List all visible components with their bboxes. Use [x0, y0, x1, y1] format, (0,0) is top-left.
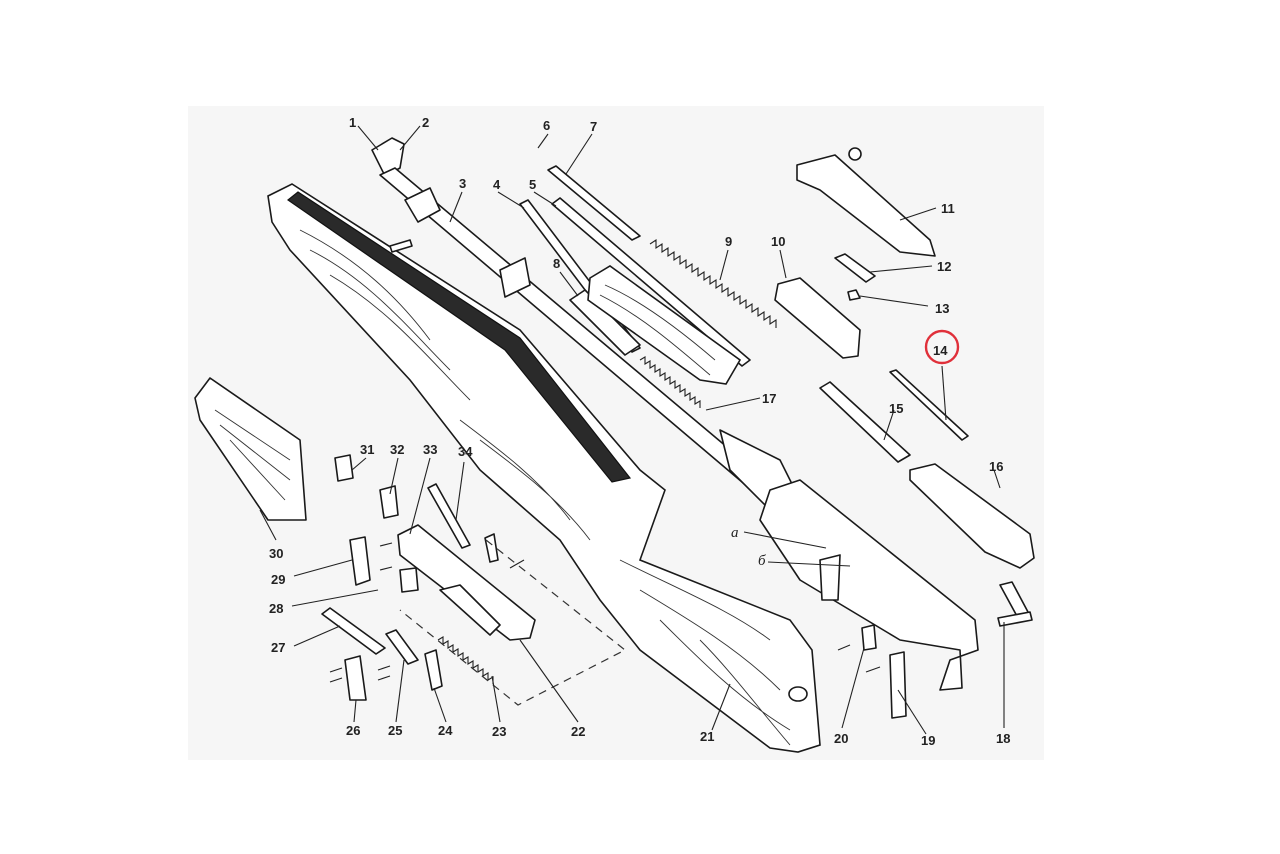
callout-5: 5	[529, 177, 536, 192]
callout-29: 29	[271, 572, 285, 587]
upper-handguard	[587, 265, 742, 385]
rods	[519, 165, 969, 463]
callout-24: 24	[438, 723, 453, 738]
callout-3: 3	[459, 176, 466, 191]
callout-26: 26	[346, 723, 360, 738]
callout-19: 19	[921, 733, 935, 748]
callout-28: 28	[269, 601, 283, 616]
leader-lines	[259, 125, 1005, 735]
callout-23: 23	[492, 724, 506, 739]
callout-11: 11	[941, 201, 955, 216]
stock	[267, 183, 821, 753]
callout-2: 2	[422, 115, 429, 130]
callout-12: 12	[937, 259, 951, 274]
callout-20: 20	[834, 731, 848, 746]
callout-4: 4	[493, 177, 501, 192]
callout-13: 13	[935, 301, 949, 316]
callout-18: 18	[996, 731, 1010, 746]
receiver	[759, 479, 979, 691]
callout-8: 8	[553, 256, 560, 271]
callout-10: 10	[771, 234, 785, 249]
callout-7: 7	[590, 119, 597, 134]
callout-25: 25	[388, 723, 402, 738]
letter-label-b: б	[758, 553, 766, 569]
callout-17: 17	[762, 391, 776, 406]
callout-15: 15	[889, 401, 903, 416]
callout-32: 32	[390, 442, 404, 457]
dashed-guides	[399, 539, 627, 706]
trigger-group	[321, 454, 1033, 719]
highlight-circle	[924, 329, 960, 365]
callout-21: 21	[700, 729, 714, 744]
callout-9: 9	[725, 234, 732, 249]
letter-label-a: а	[731, 525, 739, 541]
callout-34: 34	[458, 444, 473, 459]
callout-6: 6	[543, 118, 550, 133]
callout-31: 31	[360, 442, 374, 457]
springs	[437, 238, 777, 684]
lower-handguard	[909, 463, 1035, 569]
small-pins	[329, 542, 881, 683]
callout-27: 27	[271, 640, 285, 655]
callout-22: 22	[571, 724, 585, 739]
callout-33: 33	[423, 442, 437, 457]
bolt-carrier	[774, 147, 936, 359]
callout-14: 14	[933, 343, 948, 358]
callout-16: 16	[989, 459, 1003, 474]
callout-labels: 1 2 3 4 5 6 7 8 9 10 11 12 13 14 15 16 1…	[269, 115, 1010, 748]
accessory-pouch	[194, 377, 307, 521]
callout-1: 1	[349, 115, 356, 130]
callout-30: 30	[269, 546, 283, 561]
